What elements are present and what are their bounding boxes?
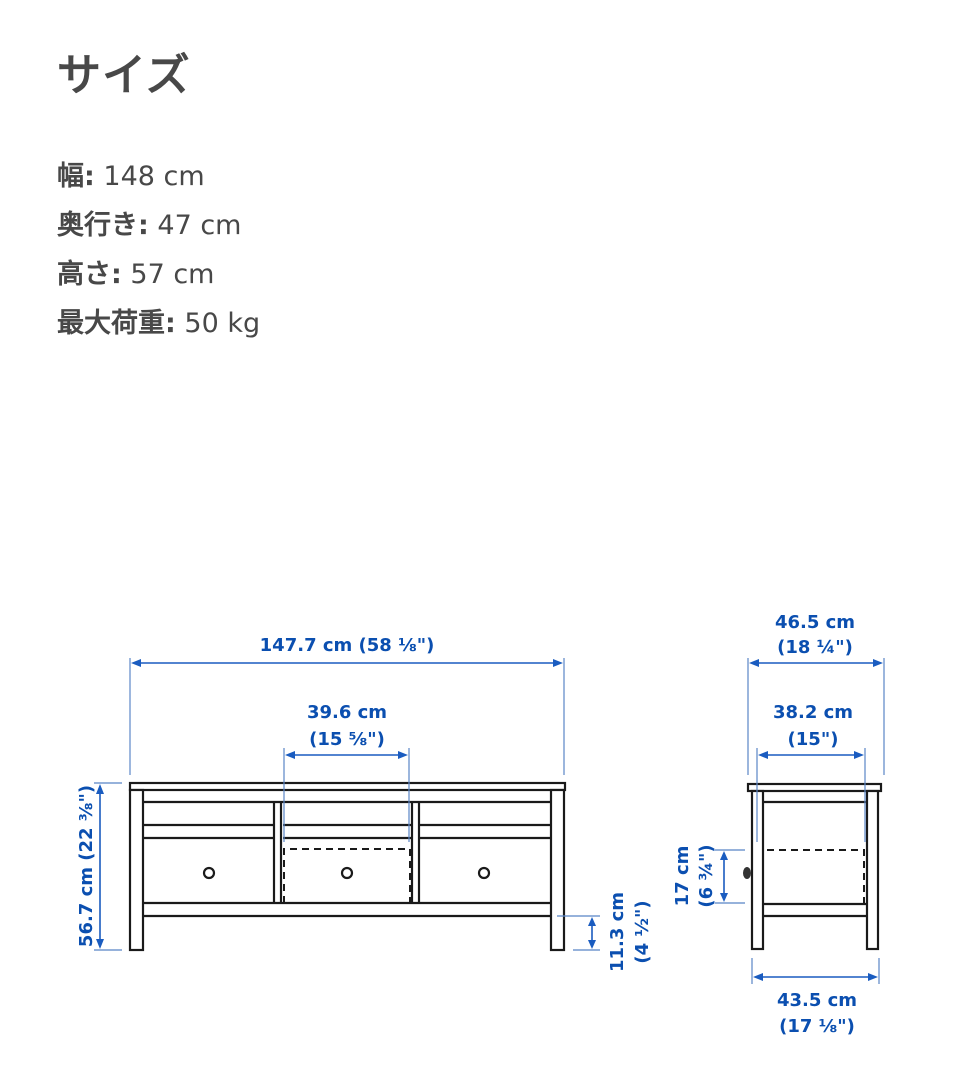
arrow-right-icon (553, 659, 563, 667)
spec-label: 奥行き: (57, 210, 149, 241)
spec-max-load: 最大荷重: 50 kg (57, 299, 260, 348)
arrow-left-icon (749, 659, 759, 667)
arrow-right-icon (873, 659, 883, 667)
arrow-left-icon (285, 751, 295, 759)
dim-drawer-width-in: (15 ⅝") (309, 729, 385, 750)
dim-total-height-label: 56.7 cm (22 ⅜") (76, 785, 97, 947)
tv-bench-side-drawing (743, 782, 883, 951)
arrow-up-icon (588, 917, 596, 926)
spec-depth: 奥行き: 47 cm (57, 201, 260, 250)
dimension-leg-clearance: 11.3 cm (4 ½") (557, 892, 653, 972)
dimension-leg-depth: 43.5 cm (17 ⅛") (751, 958, 880, 1037)
spec-width: 幅: 148 cm (57, 152, 260, 201)
dimension-total-depth: 46.5 cm (18 ¼") (747, 612, 885, 775)
dim-total-depth-cm: 46.5 cm (775, 612, 855, 633)
tv-bench-front-drawing (128, 781, 567, 952)
arrow-down-icon (720, 893, 728, 902)
dim-leg-clearance-cm: 11.3 cm (607, 892, 628, 972)
dim-total-depth-in: (18 ¼") (777, 637, 853, 658)
knob-icon (340, 866, 354, 880)
arrow-right-icon (398, 751, 408, 759)
arrow-right-icon (868, 973, 878, 981)
arrow-left-icon (753, 973, 763, 981)
dimension-drawer-width: 39.6 cm (15 ⅝") (283, 702, 410, 842)
spec-list: 幅: 148 cm 奥行き: 47 cm 高さ: 57 cm 最大荷重: 50 … (57, 152, 260, 348)
dim-leg-depth-cm: 43.5 cm (777, 990, 857, 1011)
dimension-total-width: 147.7 cm (58 ⅛") (129, 635, 565, 775)
arrow-up-icon (96, 784, 104, 794)
dim-inner-depth-in: (15") (788, 729, 839, 750)
dim-drawer-width-cm: 39.6 cm (307, 702, 387, 723)
spec-value: 57 cm (121, 259, 215, 290)
dim-total-width-label: 147.7 cm (58 ⅛") (260, 635, 435, 656)
dimension-drawer-height: 17 cm (6 ¾") (672, 844, 745, 908)
arrow-up-icon (720, 851, 728, 860)
dim-leg-clearance-in: (4 ½") (632, 900, 653, 963)
dimension-total-height: 56.7 cm (22 ⅜") (76, 782, 122, 951)
spec-label: 最大荷重: (57, 308, 176, 339)
knob-icon (477, 866, 491, 880)
arrow-down-icon (96, 939, 104, 949)
dimension-inner-depth: 38.2 cm (15") (756, 702, 866, 842)
arrow-right-icon (854, 751, 864, 759)
arrow-left-icon (131, 659, 141, 667)
spec-value: 47 cm (148, 210, 242, 241)
front-view: 147.7 cm (58 ⅛") 39.6 cm (15 ⅝") 56.7 cm… (76, 635, 653, 972)
dim-drawer-height-cm: 17 cm (672, 846, 693, 907)
arrow-left-icon (758, 751, 768, 759)
spec-label: 高さ: (57, 259, 122, 290)
spec-height: 高さ: 57 cm (57, 250, 260, 299)
side-view: 46.5 cm (18 ¼") 38.2 cm (15") 17 cm (6 ¾… (672, 612, 885, 1037)
section-title: サイズ (57, 50, 191, 101)
knob-side-icon (743, 867, 751, 879)
spec-label: 幅: (57, 161, 95, 192)
dim-inner-depth-cm: 38.2 cm (773, 702, 853, 723)
knob-icon (202, 866, 216, 880)
spec-value: 148 cm (94, 161, 205, 192)
dim-drawer-height-in: (6 ¾") (696, 844, 717, 907)
dim-leg-depth-in: (17 ⅛") (779, 1016, 855, 1037)
spec-value: 50 kg (175, 308, 261, 339)
arrow-down-icon (588, 940, 596, 949)
